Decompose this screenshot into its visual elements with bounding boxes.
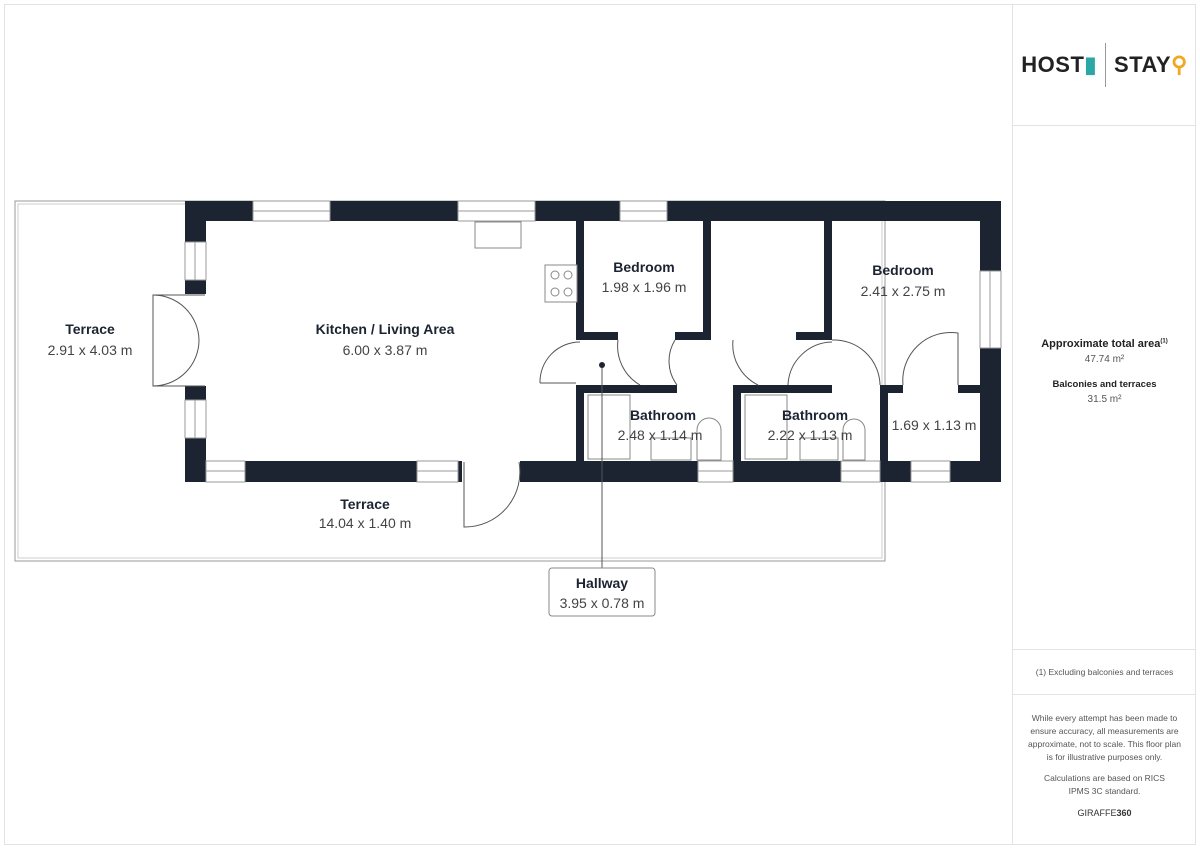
- terrace-bottom-name: Terrace: [340, 496, 390, 512]
- hallway-name: Hallway: [576, 575, 628, 591]
- info-panel: HOST▮ STAY⚲ Approximate total area(1) 47…: [1012, 4, 1196, 845]
- terrace-left-dims: 2.91 x 4.03 m: [48, 342, 133, 358]
- host-stay-logo: HOST▮ STAY⚲: [1013, 4, 1196, 125]
- footnote-section: (1) Excluding balconies and terraces: [1013, 650, 1196, 695]
- logo-section: HOST▮ STAY⚲: [1013, 4, 1196, 126]
- standard-note: Calculations are based on RICS IPMS 3C s…: [1044, 773, 1165, 796]
- hallway-label-box: [548, 567, 656, 617]
- doors: [152, 294, 959, 528]
- total-area-note: (1): [1160, 338, 1168, 345]
- terrace-left-name: Terrace: [65, 321, 115, 337]
- area-section: Approximate total area(1) 47.74 m² Balco…: [1013, 126, 1196, 650]
- terraces-value: 31.5 m²: [1087, 394, 1122, 405]
- walls: [185, 201, 1001, 482]
- small-room-dims: 1.69 x 1.13 m: [892, 417, 977, 433]
- bathroom1-name: Bathroom: [630, 407, 696, 423]
- kitchen-name: Kitchen / Living Area: [316, 321, 455, 337]
- bedroom1-dims: 1.98 x 1.96 m: [602, 279, 687, 295]
- terrace-bottom-dims: 14.04 x 1.40 m: [319, 515, 412, 531]
- terraces-label: Balconies and terraces: [1052, 379, 1157, 390]
- bedroom2-name: Bedroom: [872, 262, 933, 278]
- bathroom1-dims: 2.48 x 1.14 m: [618, 427, 703, 443]
- page-frame: [4, 4, 1196, 845]
- hallway-dims: 3.95 x 0.78 m: [560, 595, 645, 611]
- fixtures: [474, 221, 866, 461]
- bedroom1-name: Bedroom: [613, 259, 674, 275]
- giraffe360-logo: GIRAFFE360: [1077, 808, 1132, 818]
- door-icon: ▮: [1084, 51, 1098, 77]
- logo-stay: STAY: [1114, 51, 1172, 77]
- kitchen-dims: 6.00 x 3.87 m: [343, 342, 428, 358]
- footnote: (1) Excluding balconies and terraces: [1035, 667, 1174, 677]
- shower: [744, 394, 788, 460]
- total-area-value: 47.74 m²: [1084, 354, 1125, 365]
- logo-host: HOST: [1021, 51, 1085, 77]
- total-area-label: Approximate total area: [1041, 338, 1161, 350]
- disclaimer: While every attempt has been made to ens…: [1028, 713, 1181, 762]
- bathroom2-dims: 2.22 x 1.13 m: [768, 427, 853, 443]
- hob: [544, 264, 578, 303]
- pin-icon: ⚲: [1171, 51, 1188, 77]
- shower: [587, 394, 631, 460]
- bedroom2-dims: 2.41 x 2.75 m: [861, 283, 946, 299]
- floor-plan: Terrace 2.91 x 4.03 m Kitchen / Living A…: [14, 200, 1002, 617]
- windows: [184, 200, 1002, 483]
- terrace-outline: [14, 200, 886, 562]
- bathroom2-name: Bathroom: [782, 407, 848, 423]
- sink: [474, 221, 522, 249]
